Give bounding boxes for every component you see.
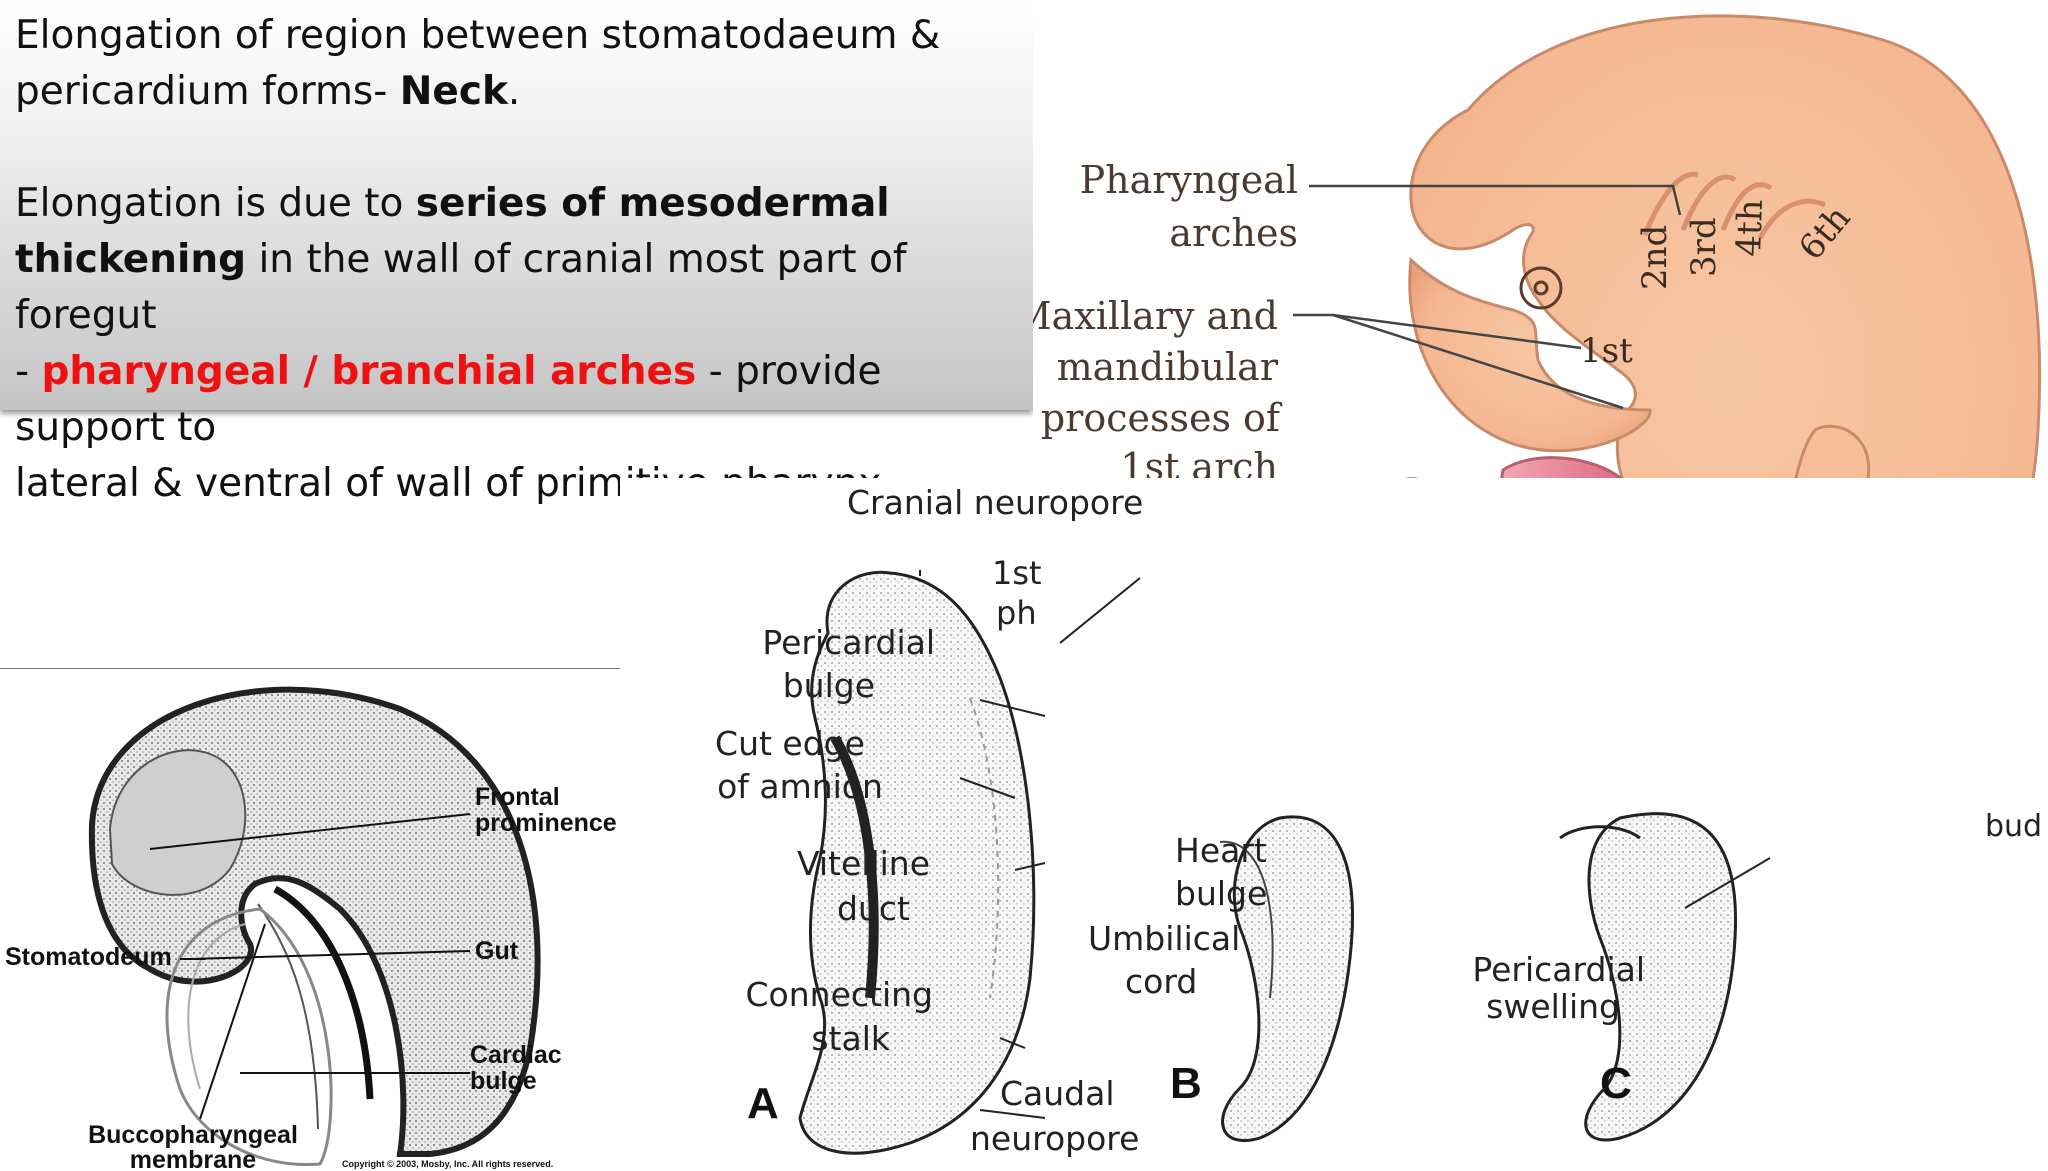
label-cut-edge-1: Cut edge: [715, 724, 865, 763]
forebrain: [108, 749, 247, 896]
label-pericardial-1: Pericardial: [762, 623, 935, 662]
label-letter-c: C: [1600, 1059, 1632, 1108]
embryo-c-shape: [1584, 812, 1738, 1142]
label-pharyngeal-2: arches: [1169, 211, 1298, 255]
label-umbilical-2: cord: [1125, 962, 1197, 1001]
arch-ridge-4: [1720, 182, 1773, 231]
gut-wall: [273, 885, 374, 1100]
paragraph-gap: [15, 120, 1021, 176]
label-maxillary-3: processes of: [1041, 396, 1283, 440]
maxillary-leader-2: [1332, 313, 1624, 410]
label-copyright: Copyright © 2003, Mosby, Inc. All rights…: [342, 1159, 553, 1169]
label-cardiac-1: Cardiac: [470, 1041, 562, 1069]
label-cut-edge-2: of amnion: [717, 767, 883, 806]
embryo-a-shape: [798, 570, 1036, 1155]
label-caudal-1: Caudal: [1000, 1074, 1115, 1113]
label-cranial-neuropore: Cranial neuropore: [847, 483, 1143, 522]
label-frontal-1: Frontal: [475, 783, 560, 811]
text-series-mesodermal: series of mesodermal: [415, 181, 890, 226]
slide-text-box: Elongation of region between stomatodaeu…: [0, 0, 1033, 506]
embryo-a-gut: [830, 735, 879, 999]
text-line1: Elongation of region between stomatodaeu…: [15, 13, 941, 58]
label-first-fragment: 1st: [992, 554, 1042, 592]
label-vitelline-1: Vitelline: [797, 844, 930, 883]
label-pharyngeal-1: Pharyngeal: [1080, 158, 1298, 202]
text-para2-mid: in the wall of cranial most part of fore…: [15, 237, 907, 338]
label-letter-b: B: [1170, 1059, 1202, 1108]
arch-ridge-3: [1680, 174, 1737, 231]
label-pericardial-2: bulge: [783, 666, 875, 705]
label-caudal-2: neuropore: [970, 1119, 1139, 1158]
label-connecting-2: stalk: [811, 1019, 891, 1058]
text-neck: Neck: [399, 69, 508, 114]
paragraph-elongation: Elongation is due to series of mesoderma…: [15, 176, 1021, 512]
label-bud-fragment: bud: [1985, 809, 2042, 844]
text-pharyngeal-arches: pharyngeal / branchial arches: [41, 349, 697, 394]
paragraph-neck: Elongation of region between stomatodaeu…: [15, 8, 1021, 120]
label-gut: Gut: [475, 937, 519, 965]
text-line2-pre: pericardium forms-: [15, 69, 400, 114]
label-bucco-1: Buccopharyngeal: [88, 1121, 298, 1149]
label-cardiac-2: bulge: [470, 1067, 537, 1095]
face-lobe: [1408, 256, 1652, 453]
pharyngeal-leader: [1309, 184, 1682, 216]
label-stomatodeum: Stomatodeum: [5, 943, 172, 971]
cardiac-bulge-shape: [165, 907, 333, 1167]
text-provide-support: - provide support to: [15, 349, 882, 450]
sagittal-svg: Frontal prominence Stomatodeum Gut Cardi…: [0, 669, 620, 1171]
label-heart-1: Heart: [1175, 831, 1267, 870]
label-umbilical-1: Umbilical: [1088, 919, 1240, 958]
label-maxillary-1: Maxillary and: [1033, 294, 1278, 338]
text-dash: -: [15, 349, 42, 394]
label-heart-2: bulge: [1175, 874, 1267, 913]
arch-label-2nd: 2nd: [1635, 225, 1675, 290]
eye-icon: [1519, 266, 1563, 310]
text-para2-pre: Elongation is due to: [15, 181, 416, 226]
label-maxillary-2: mandibular: [1057, 345, 1279, 389]
text-thickening: thickening: [15, 237, 247, 282]
arch-label-3rd: 3rd: [1684, 217, 1724, 277]
label-letter-a: A: [747, 1079, 779, 1128]
embryo-b-shape: [1221, 815, 1354, 1142]
label-pericardial-swelling-1: Pericardial: [1472, 950, 1645, 989]
arch-label-1st: 1st: [1580, 331, 1633, 371]
arch-label-4th: 4th: [1729, 199, 1771, 258]
lateral-svg: Cranial neuropore 1st ph Pericardial bul…: [620, 478, 2048, 1170]
label-ph-fragment: ph: [996, 594, 1037, 632]
label-bucco-2: membrane: [130, 1146, 257, 1171]
label-vitelline-2: duct: [837, 889, 910, 928]
label-frontal-2: prominence: [475, 809, 617, 837]
label-connecting-1: Connecting: [746, 975, 933, 1014]
sagittal-section-figure: Frontal prominence Stomatodeum Gut Cardi…: [0, 668, 620, 1171]
arch-ridge-6: [1757, 198, 1827, 240]
lateral-views-figure: Cranial neuropore 1st ph Pericardial bul…: [620, 478, 2048, 1170]
label-pericardial-swelling-2: swelling: [1486, 987, 1620, 1026]
text-line2-post: .: [507, 69, 521, 114]
